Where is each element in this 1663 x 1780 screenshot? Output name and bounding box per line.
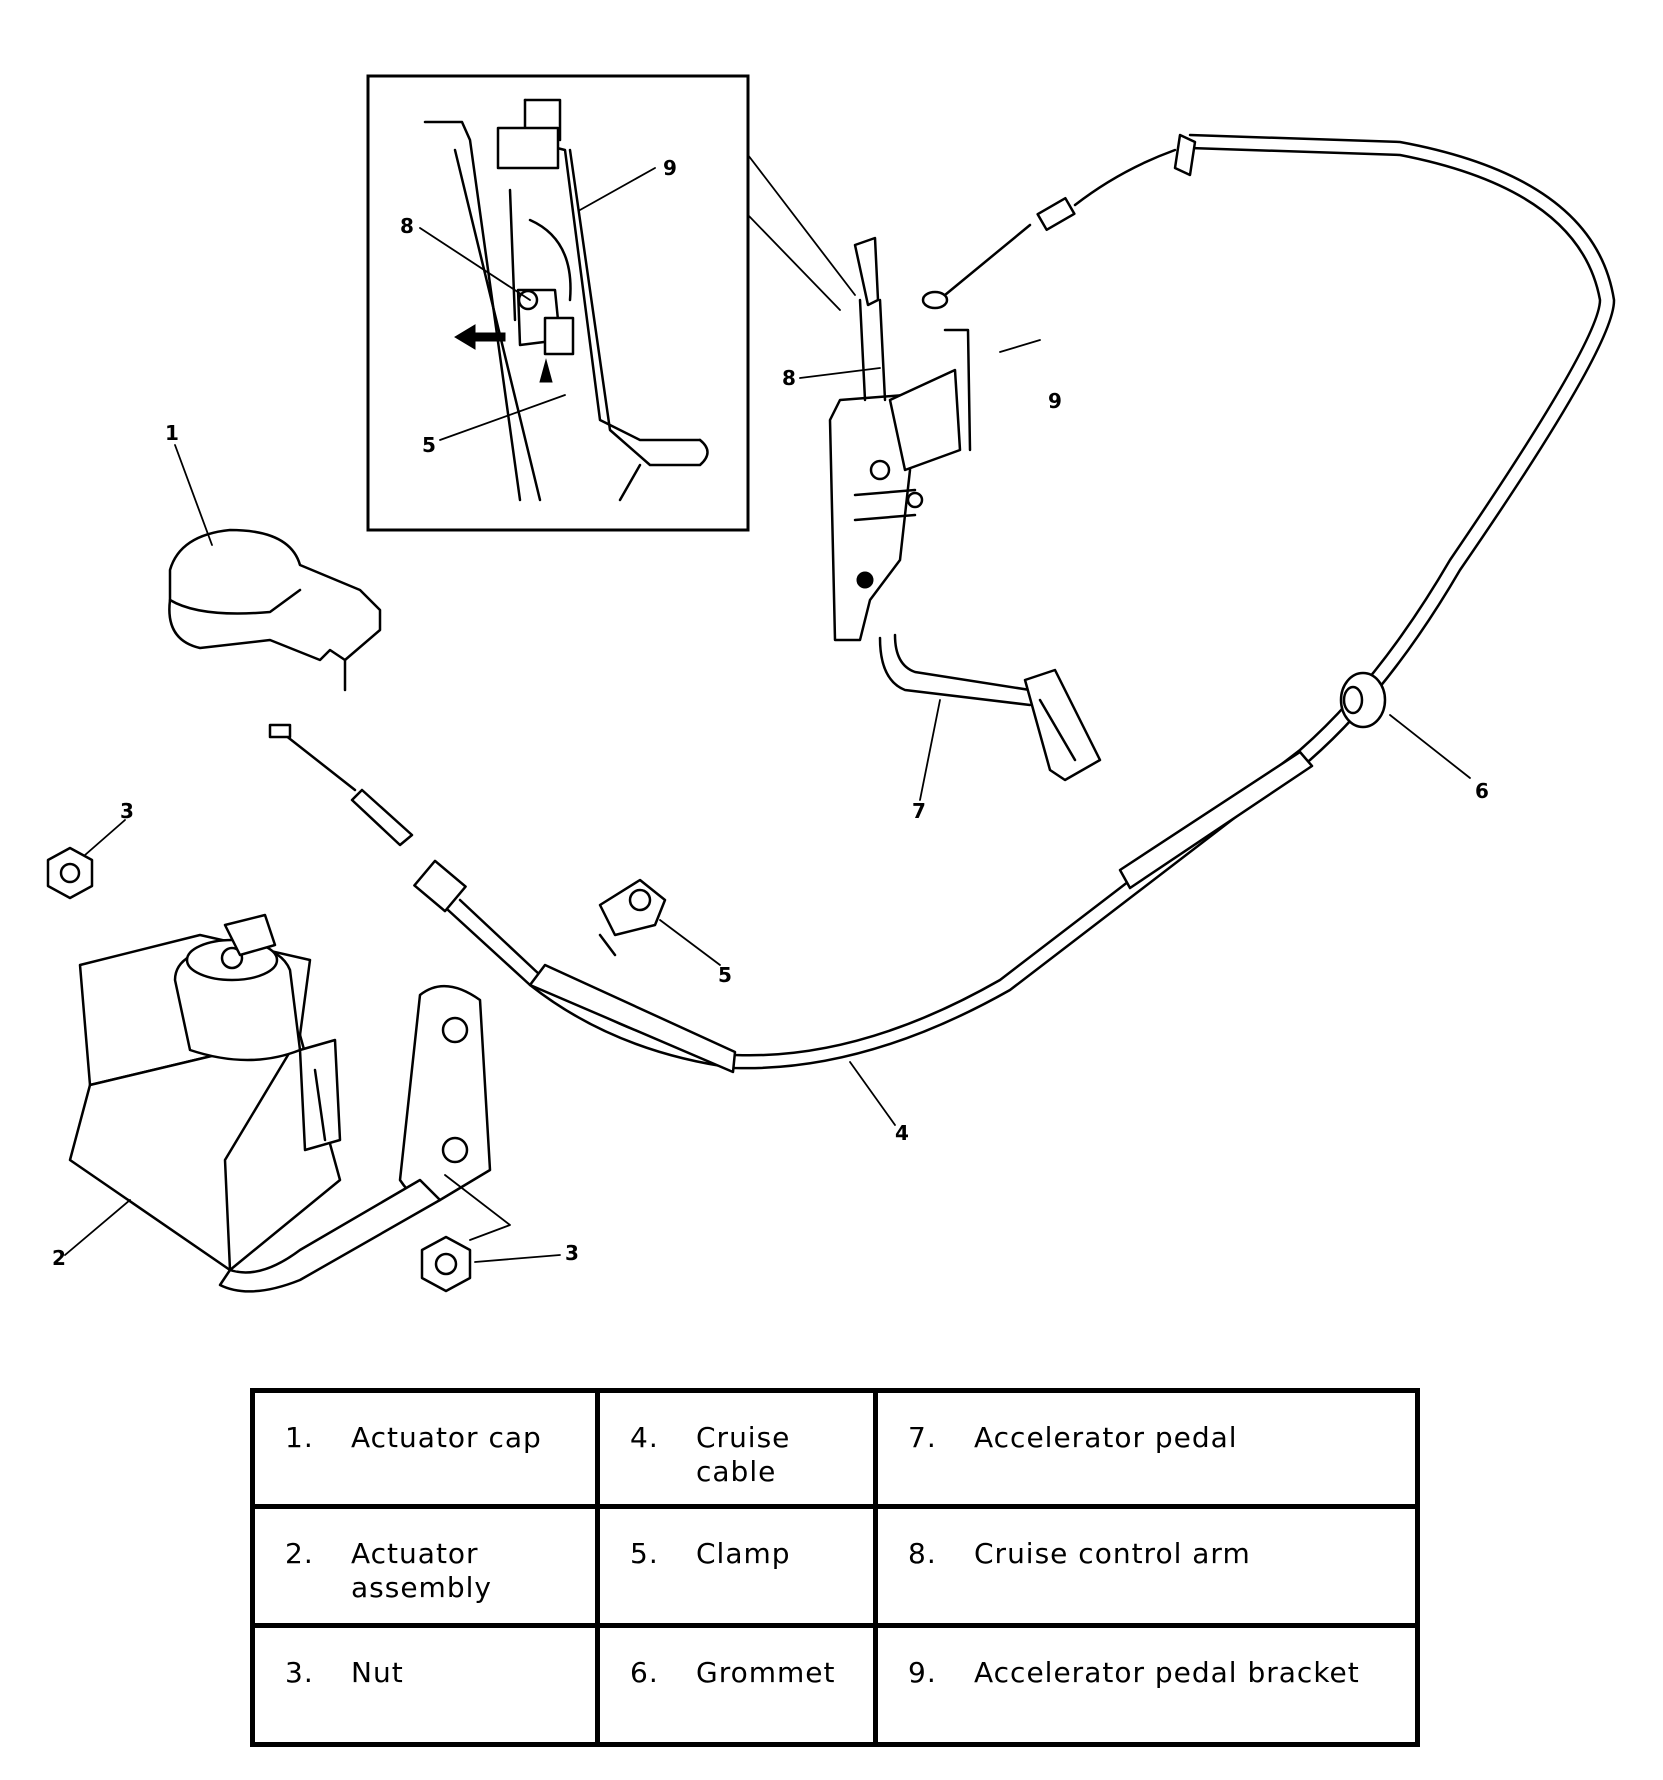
- legend-item-number: 8.: [908, 1537, 937, 1571]
- callout-5-clamp: 5: [718, 963, 732, 987]
- legend-item-label: Actuator assembly: [351, 1537, 492, 1604]
- legend-item-number: 9.: [908, 1656, 937, 1690]
- legend-row: 3. Nut 6. Grommet 9. Accelerator pedal bracke…: [250, 1623, 1420, 1748]
- clamp-part: [598, 878, 667, 957]
- legend-item-label: Accelerator pedal bracket: [974, 1656, 1360, 1690]
- legend-cell: 2. Actuator assembly: [250, 1504, 600, 1629]
- actuator-cap-part: [168, 528, 382, 692]
- callout-1: 1: [165, 421, 179, 445]
- callout-9-inset: 9: [663, 156, 677, 180]
- callout-5-inset: 5: [422, 433, 436, 457]
- cruise-cable-exploded-diagram: 1 2 3 3 4 5 6 7 8 9 9 8 5: [46, 74, 1616, 1293]
- callout-9-main: 9: [1048, 389, 1062, 413]
- legend-row: 2. Actuator assembly 5. Clamp 8. Cruise contr…: [250, 1504, 1420, 1629]
- legend-item-number: 6.: [630, 1656, 659, 1690]
- legend-item-label: Cruise control arm: [974, 1537, 1251, 1571]
- inset-detail-view: [366, 74, 750, 532]
- nut-lower: [420, 1235, 472, 1293]
- legend-item-number: 7.: [908, 1421, 937, 1454]
- legend-item-number: 2.: [285, 1537, 314, 1571]
- legend-item-label: Clamp: [696, 1537, 791, 1571]
- legend-cell: 4. Cruise cable: [595, 1387, 878, 1510]
- legend-item-label: Grommet: [696, 1656, 836, 1690]
- callout-8-main: 8: [782, 366, 796, 390]
- legend-item-number: 1.: [285, 1421, 314, 1454]
- legend-row: 1. Actuator cap 4. Cruise cable 7. Accelerato…: [250, 1387, 1420, 1510]
- legend-cell: 6. Grommet: [595, 1623, 878, 1748]
- callout-8-inset: 8: [400, 214, 414, 238]
- actuator-assembly-part: [68, 913, 492, 1293]
- callout-7: 7: [912, 799, 926, 823]
- callout-2: 2: [52, 1246, 66, 1270]
- legend-item-label: Nut: [351, 1656, 404, 1690]
- accelerator-pedal-assembly: [828, 236, 1102, 782]
- legend-cell: 7. Accelerator pedal: [873, 1387, 1420, 1510]
- legend-cell: 8. Cruise control arm: [873, 1504, 1420, 1629]
- callout-6: 6: [1475, 779, 1489, 803]
- legend-item-label: Cruise cable: [696, 1421, 791, 1488]
- callout-3-upper: 3: [120, 799, 134, 823]
- legend-cell: 3. Nut: [250, 1623, 600, 1748]
- legend-item-label: Actuator cap: [351, 1421, 542, 1454]
- parts-legend-table: 1. Actuator cap 4. Cruise cable 7. Accelerato…: [250, 1387, 1420, 1748]
- nut-upper: [46, 846, 94, 900]
- legend-item-number: 5.: [630, 1537, 659, 1571]
- legend-item-label: Accelerator pedal: [974, 1421, 1238, 1454]
- callout-4: 4: [895, 1121, 909, 1145]
- legend-cell: 1. Actuator cap: [250, 1387, 600, 1510]
- legend-item-number: 4.: [630, 1421, 659, 1454]
- legend-cell: 9. Accelerator pedal bracket: [873, 1623, 1420, 1748]
- callout-3-lower: 3: [565, 1241, 579, 1265]
- cruise-cable: [268, 133, 1616, 1074]
- legend-cell: 5. Clamp: [595, 1504, 878, 1629]
- legend-item-number: 3.: [285, 1656, 314, 1690]
